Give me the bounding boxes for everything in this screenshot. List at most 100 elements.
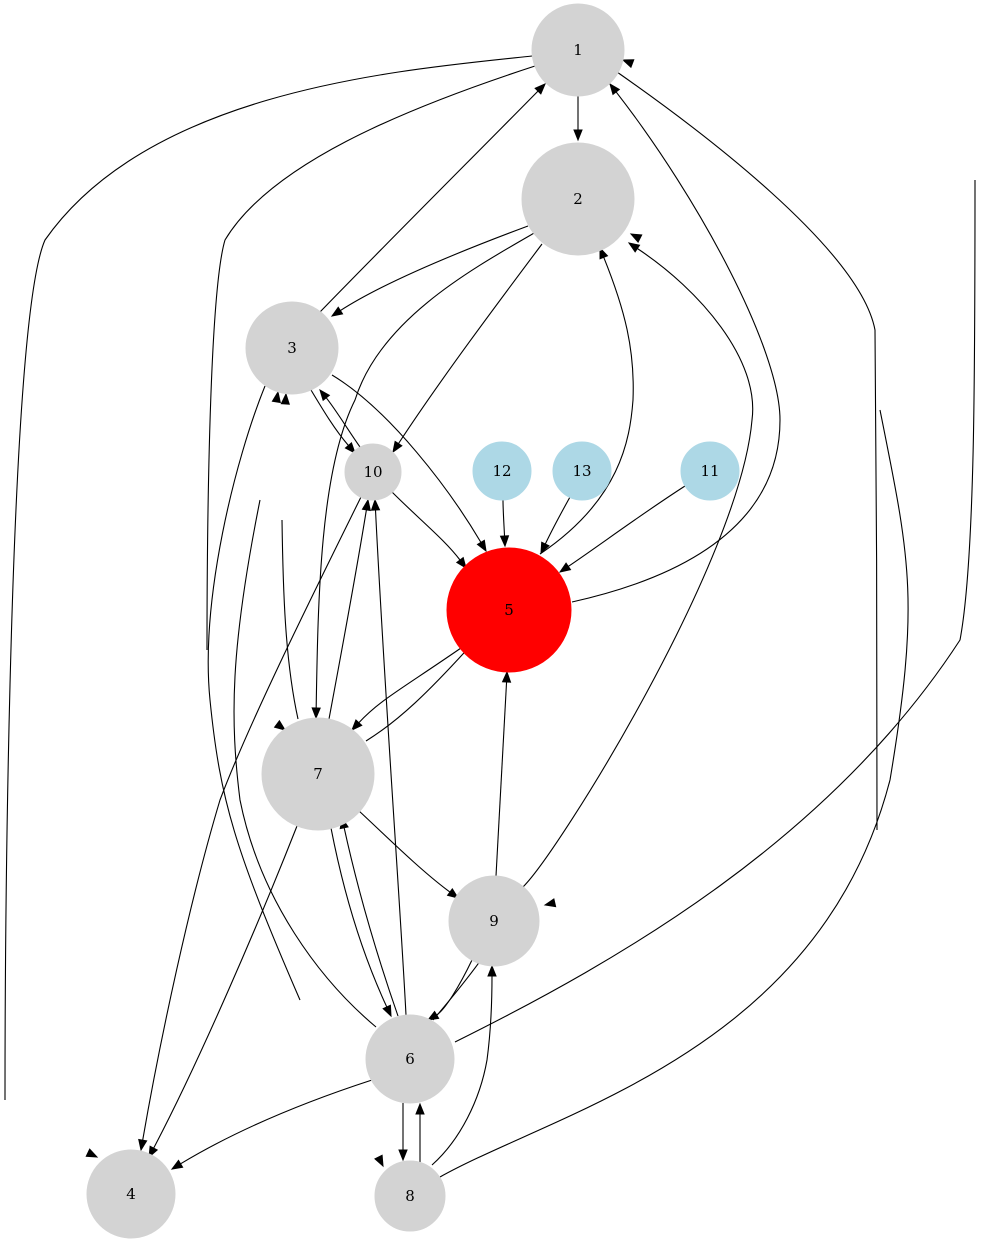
node-5[interactable]: 5 (446, 547, 572, 673)
edge-line (330, 827, 388, 1008)
arrowhead-icon (627, 242, 641, 253)
node-circle[interactable] (86, 1149, 176, 1239)
arrowhead-icon (271, 390, 281, 404)
node-circle[interactable] (448, 875, 540, 967)
arrowhead-icon (476, 539, 487, 553)
edge-line (325, 397, 361, 448)
node-label: 6 (405, 1050, 415, 1068)
node-label: 13 (572, 462, 591, 480)
node-11[interactable]: 11 (680, 441, 740, 501)
node-label: 4 (126, 1185, 136, 1203)
node-8[interactable]: 8 (374, 1160, 446, 1232)
edge-2-to-3 (330, 225, 529, 317)
node-circle[interactable] (245, 301, 339, 395)
arrowhead-icon (609, 82, 621, 96)
edge-11-to-5 (558, 485, 686, 573)
node-2[interactable]: 2 (521, 142, 635, 256)
node-6[interactable]: 6 (365, 1014, 455, 1104)
arrowhead-icon (621, 59, 635, 69)
arrowhead-icon (351, 719, 363, 731)
edge-line (391, 491, 461, 561)
edge-3-to-5 (331, 374, 487, 553)
node-label: 11 (700, 462, 719, 480)
node-label: 3 (287, 339, 297, 357)
node-13[interactable]: 13 (552, 441, 612, 501)
edge-9-to-2 (522, 242, 754, 888)
node-7[interactable]: 7 (261, 717, 375, 831)
arrowhead-icon (558, 562, 572, 573)
edge-13-to-5 (540, 496, 571, 555)
arrowhead-icon (319, 388, 331, 402)
node-circle[interactable] (531, 3, 625, 97)
arrowhead-icon (599, 246, 609, 260)
node-label: 2 (573, 190, 583, 208)
arrowhead-icon (540, 541, 550, 555)
edge-line (567, 485, 686, 567)
edge-12-to-5 (499, 499, 510, 548)
edge-7-to-5 (365, 642, 474, 742)
node-circle[interactable] (521, 142, 635, 256)
node-9[interactable]: 9 (448, 875, 540, 967)
arrowhead-icon (446, 887, 460, 899)
edge-line (522, 248, 754, 888)
edge-line (432, 960, 481, 1021)
edge-line (343, 827, 399, 1017)
arrowhead-icon (344, 441, 356, 455)
arrowhead-icon (273, 719, 287, 731)
arrowhead-icon (311, 707, 321, 720)
node-label: 10 (363, 463, 382, 481)
node-label: 9 (489, 912, 499, 930)
arrowhead-icon (330, 306, 344, 317)
node-4[interactable]: 4 (86, 1149, 176, 1239)
edge-line (544, 496, 571, 545)
arrowhead-icon (382, 1004, 392, 1018)
edge-line (207, 385, 301, 1001)
node-circle[interactable] (344, 443, 402, 501)
edge-line (431, 975, 493, 1166)
node-circle[interactable] (365, 1014, 455, 1104)
node-label: 8 (405, 1187, 415, 1205)
node-circle[interactable] (446, 547, 572, 673)
edges-layer (4, 55, 976, 1178)
edge-line (142, 496, 362, 1141)
node-10[interactable]: 10 (344, 443, 402, 501)
node-1[interactable]: 1 (531, 3, 625, 97)
arrowhead-icon (392, 440, 403, 454)
node-label: 7 (313, 765, 323, 783)
node-3[interactable]: 3 (245, 301, 339, 395)
edge-line (281, 519, 299, 720)
arrowhead-icon (170, 1159, 184, 1170)
node-circle[interactable] (472, 441, 532, 501)
arrowhead-icon (573, 129, 583, 142)
edge-6-to-3 (233, 390, 377, 1028)
node-circle[interactable] (680, 441, 740, 501)
edge-line (539, 257, 634, 555)
node-circle[interactable] (374, 1160, 446, 1232)
arrowhead-icon (426, 1010, 440, 1021)
edge-7-to-10 (328, 498, 371, 720)
arrowhead-icon (361, 498, 371, 512)
edge-9-to-5 (495, 670, 512, 877)
edge-2-to-10 (392, 243, 543, 454)
node-label: 5 (504, 601, 514, 619)
edge-line (153, 825, 298, 1149)
edge-line (310, 389, 349, 446)
edge-line (495, 681, 508, 877)
node-circle[interactable] (261, 717, 375, 831)
node-12[interactable]: 12 (472, 441, 532, 501)
node-circle[interactable] (552, 441, 612, 501)
arrowhead-icon (85, 1148, 99, 1158)
arrowhead-icon (415, 1102, 425, 1115)
arrowhead-icon (534, 83, 546, 95)
arrowhead-icon (543, 898, 557, 908)
edge-6-to-7 (339, 816, 399, 1017)
arrowhead-icon (499, 535, 510, 548)
edge-line (398, 243, 543, 444)
edge-line (340, 225, 529, 312)
edge-3-to-1 (319, 83, 546, 313)
edge-5-to-2 (539, 246, 634, 555)
edge-1-to-2 (573, 96, 583, 142)
edge-1-to-4 (4, 55, 533, 1158)
edge-line (180, 1079, 373, 1165)
